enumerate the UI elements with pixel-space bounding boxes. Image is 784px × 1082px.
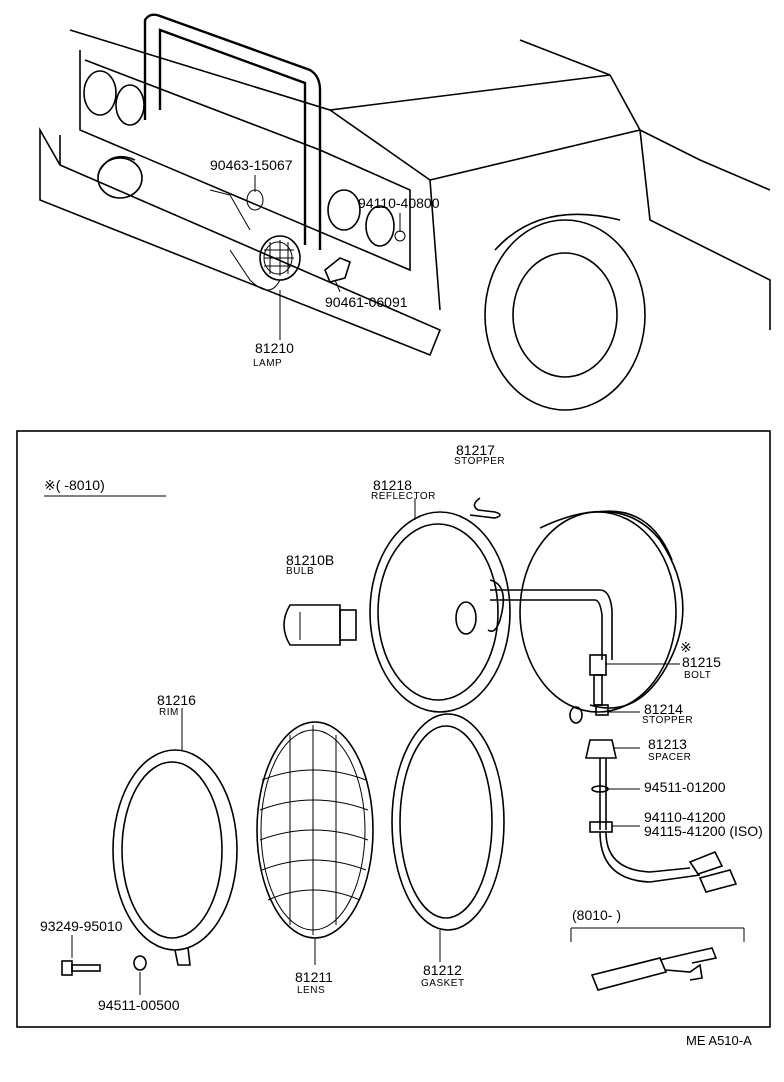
part-81214: 81214 (644, 701, 683, 717)
reflector (369, 511, 613, 713)
callout-94110-40800: 94110-40800 (358, 195, 440, 211)
lens (256, 721, 374, 965)
part-81216: 81216 (157, 692, 196, 708)
variant-wiring (570, 927, 745, 991)
gasket (391, 713, 505, 962)
part-81218-label: REFLECTOR (371, 491, 436, 502)
mount-stack (569, 654, 738, 893)
part-81213-label: SPACER (648, 752, 691, 763)
rim (112, 708, 238, 966)
callout-90461-06091: 90461-06091 (325, 294, 408, 310)
variant-note: ※( -8010) (44, 477, 105, 493)
part-81215-mark: ※ (680, 639, 692, 655)
stopper-clip (469, 497, 501, 519)
detail-leaders (414, 498, 680, 827)
part-94511-00500: 94511-00500 (98, 997, 180, 1013)
part-81211: 81211 (295, 969, 333, 985)
part-81210B-label: BULB (286, 566, 314, 577)
callout-81210-label: LAMP (253, 358, 282, 369)
part-94110-41200: 94110-41200 (644, 809, 726, 825)
part-81215: 81215 (682, 654, 721, 670)
part-81212: 81212 (423, 962, 462, 978)
lamp-housing (519, 510, 684, 713)
part-81218: 81218 (373, 477, 412, 493)
detail-labels: 81217 STOPPER 81218 REFLECTOR 81210B BUL… (40, 442, 763, 1013)
part-81211-label: LENS (297, 985, 325, 996)
overview-labels: 90463-15067 94110-40800 90461-06091 8121… (210, 157, 440, 369)
part-93249-95010: 93249-95010 (40, 918, 123, 934)
detail-frame (16, 430, 771, 1028)
part-81217-label: STOPPER (454, 456, 505, 467)
vehicle-overview (39, 13, 771, 411)
callout-90463-15067: 90463-15067 (210, 157, 293, 173)
callout-81210: 81210 (255, 340, 294, 356)
part-81216-label: RIM (159, 707, 179, 718)
part-81214-label: STOPPER (642, 715, 693, 726)
part-94511-01200: 94511-01200 (644, 779, 726, 795)
part-81213: 81213 (648, 736, 687, 752)
part-81210B: 81210B (286, 552, 334, 568)
variant-note-lower: (8010- ) (572, 907, 621, 923)
part-81215-label: BOLT (684, 670, 711, 681)
diagram-reference: ME A510-A (686, 1033, 752, 1048)
bulb (283, 604, 357, 646)
part-81217: 81217 (456, 442, 495, 458)
part-81212-label: GASKET (421, 978, 465, 989)
screw-and-nut (61, 935, 147, 995)
part-94115-41200-iso: 94115-41200 (ISO) (644, 823, 763, 839)
